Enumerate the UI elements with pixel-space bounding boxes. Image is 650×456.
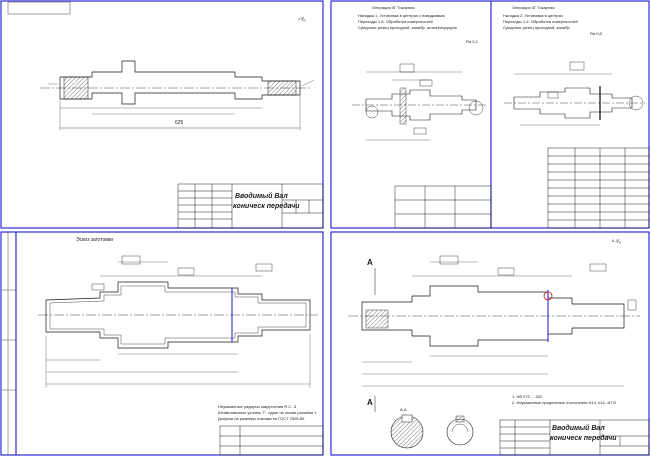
- hatch-left: [63, 76, 89, 100]
- op-note-right-3: Средства: резец проходной, калибр: [503, 25, 570, 30]
- blank-note-3: Допуски на размеры поковки по ГОСТ 7505-…: [218, 416, 305, 421]
- shaft-bl-inner: [49, 285, 307, 345]
- shaft-outline: [59, 60, 301, 105]
- shaft-right: [513, 87, 633, 119]
- op-note-right-1: Наладка 2. Установка в центрах: [503, 13, 563, 18]
- br-note-2: 2. Неуказанные предельные отклонения H14…: [512, 400, 617, 405]
- shaft-bl-outline: [45, 281, 311, 349]
- shaft-br-outline: [361, 285, 625, 347]
- stamp-box: [7, 1, 71, 15]
- leader-right: [301, 79, 315, 87]
- op-note-right-2: Переходы 1-4. Обработка поверхностей: [503, 19, 578, 24]
- section-label-bottom: A: [367, 398, 373, 407]
- title-br-line1: Вводимый Вал: [552, 425, 605, 432]
- red-mark: [543, 291, 553, 301]
- blank-note-1: Неуказанные радиусы закругления R 2...3: [218, 404, 297, 409]
- op-table-middle: [394, 185, 492, 229]
- center-mid-right: [468, 100, 484, 116]
- corner-roughness-mark-br: ⁶·³/₀: [612, 239, 621, 245]
- blank-note-2: Штамповочные уклоны 7°, сдвиг по линии р…: [218, 410, 317, 415]
- hatch-right: [267, 80, 297, 96]
- side-stamp: [2, 232, 16, 455]
- overall-length-dim: 625: [175, 120, 184, 126]
- op-heading-right: Операция 4Г Токарная: [512, 5, 555, 10]
- title-br-line2: коническ передачи: [550, 435, 617, 442]
- shaft-bottom-left: [38, 255, 318, 388]
- section-view-label: А-А: [400, 407, 407, 412]
- frame-top-left: [0, 0, 324, 229]
- frame-bottom-left: [0, 231, 324, 456]
- chuck-mid: [399, 87, 407, 125]
- op-mark-middle: Ra 3,2: [466, 39, 478, 44]
- shaft-top-left: [7, 1, 315, 130]
- keyway-section: [365, 309, 389, 329]
- title-block-top-left: [177, 183, 324, 229]
- notes-box-bl: [219, 425, 324, 456]
- op-sketch-middle: [352, 63, 486, 141]
- section-circle-2: [446, 418, 474, 446]
- shaft-bottom-right: [348, 255, 640, 412]
- op-sketch-right: [504, 61, 645, 126]
- frame-bottom-right: [330, 231, 650, 456]
- blank-heading: Эскиз заготовки: [76, 237, 113, 243]
- op-mark-right: Ra 0,8: [590, 31, 602, 36]
- section-views: [390, 414, 474, 449]
- corner-roughness-mark-tl: ⁴⁰/₀: [298, 17, 306, 23]
- op-note-middle-3: Средства: резец проходной, калибр, штанг…: [358, 25, 458, 30]
- op-note-middle-2: Переходы 1-5. Обработка поверхностей: [358, 19, 433, 24]
- op-table-right: [547, 147, 650, 229]
- op-note-middle-1: Наладка 1. Установка в центрах с поводко…: [358, 13, 445, 18]
- op-heading-middle: Операция 4Г Токарная: [372, 5, 415, 10]
- title-tl-line2: коническ передачи: [233, 203, 300, 210]
- shaft-mid: [365, 89, 477, 121]
- br-note-1: 1. НВ 270 ... 302: [512, 394, 543, 399]
- title-tl-line1: Вводимый Вал: [235, 193, 288, 200]
- title-block-br: [499, 419, 650, 456]
- center-mid-left: [365, 105, 379, 119]
- section-label-top: A: [367, 258, 373, 267]
